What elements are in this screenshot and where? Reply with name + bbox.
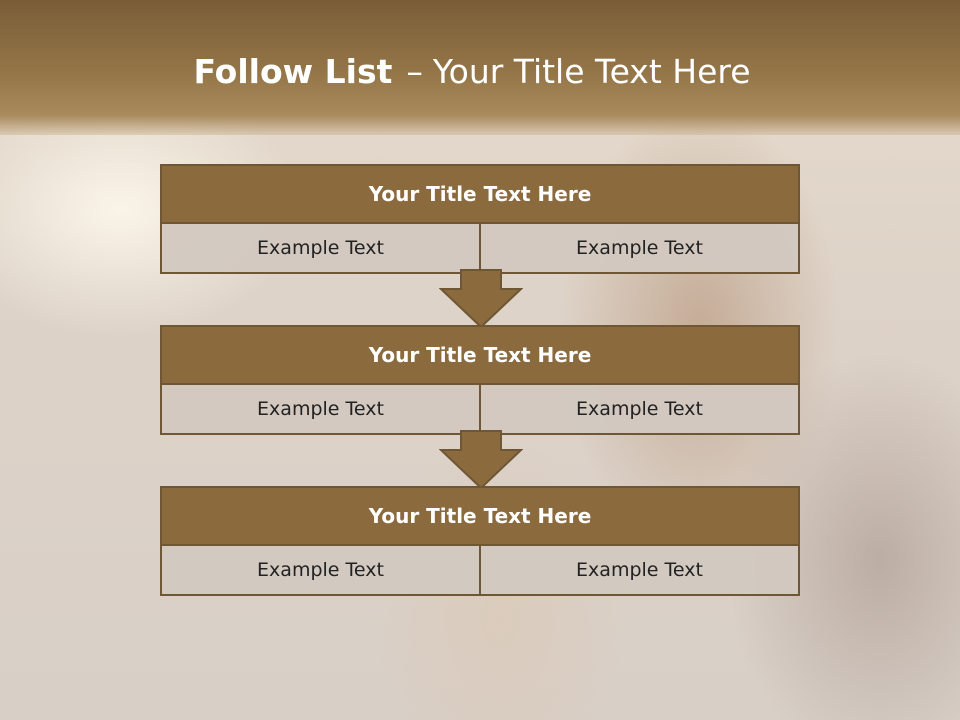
step-row-1: Example Text Example Text (162, 224, 798, 272)
step-1-right-text: Example Text (479, 224, 798, 272)
step-block-3: Your Title Text Here Example Text Exampl… (160, 486, 800, 596)
step-row-2: Example Text Example Text (162, 385, 798, 433)
down-arrow-icon (439, 430, 523, 490)
step-title-1: Your Title Text Here (162, 166, 798, 224)
step-row-3: Example Text Example Text (162, 546, 798, 594)
step-title-2: Your Title Text Here (162, 327, 798, 385)
slide-title: Follow List–Your Title Text Here (0, 52, 944, 91)
title-band (0, 0, 960, 135)
slide-title-rest: Your Title Text Here (432, 52, 751, 91)
step-1-left-text: Example Text (162, 224, 479, 272)
step-3-left-text: Example Text (162, 546, 479, 594)
slide-title-dash: – (406, 52, 423, 91)
step-title-3: Your Title Text Here (162, 488, 798, 546)
down-arrow-icon (439, 269, 523, 329)
step-2-right-text: Example Text (479, 385, 798, 433)
slide-title-strong: Follow List (193, 52, 393, 91)
step-2-left-text: Example Text (162, 385, 479, 433)
step-3-right-text: Example Text (479, 546, 798, 594)
step-block-2: Your Title Text Here Example Text Exampl… (160, 325, 800, 435)
step-block-1: Your Title Text Here Example Text Exampl… (160, 164, 800, 274)
